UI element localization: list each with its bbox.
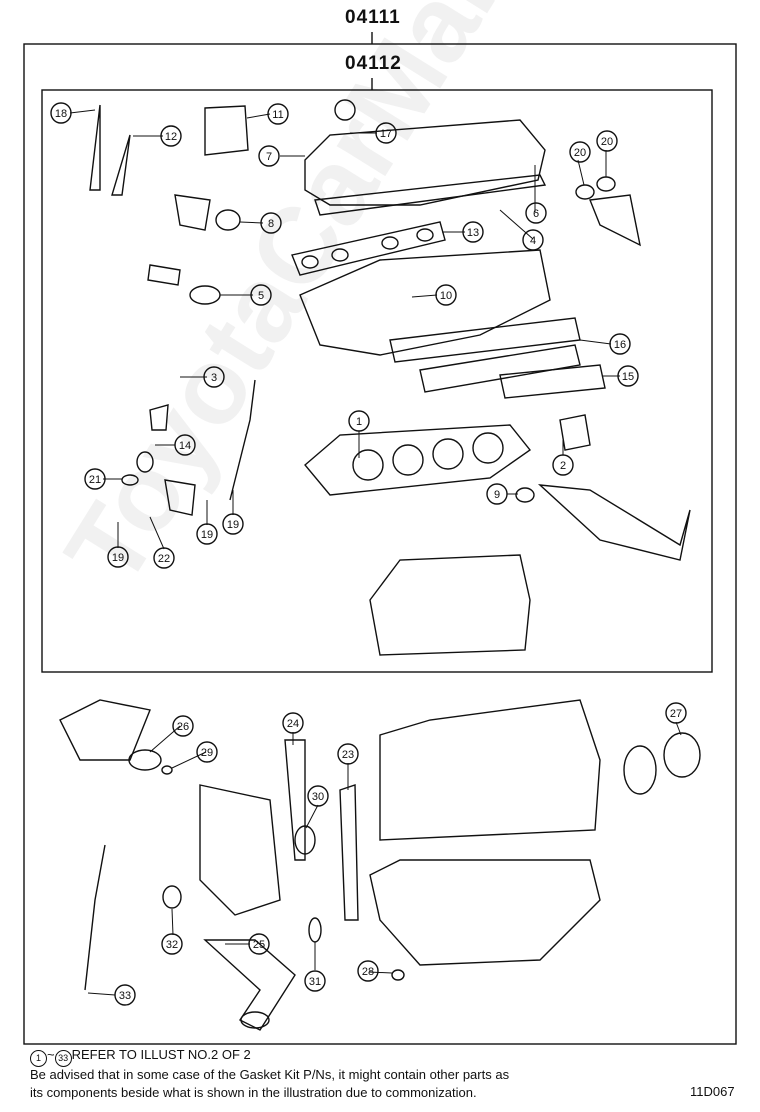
- gasket-2: [559, 414, 591, 451]
- oil-pipe: [229, 379, 256, 501]
- diagram-code: 11D067: [690, 1084, 735, 1099]
- advisory-line-2: its components beside what is shown in t…: [30, 1085, 477, 1100]
- valve-cover-gasket: [314, 174, 547, 216]
- callout-12: 12: [165, 131, 177, 143]
- callout-13: 13: [467, 227, 479, 239]
- callout-4: 4: [530, 235, 536, 247]
- valve-12: [111, 134, 131, 196]
- callout-6: 6: [533, 208, 539, 220]
- callout-1: 1: [356, 416, 362, 428]
- callout-20b: 20: [601, 136, 613, 148]
- head-gasket-bores: [352, 432, 504, 481]
- plug-gasket-28: [391, 969, 405, 981]
- water-pump: [59, 699, 151, 761]
- callout-33: 33: [119, 990, 131, 1002]
- outer-kit-frame: [23, 43, 737, 1045]
- dipstick-guide: [84, 844, 106, 991]
- range-start-callout: 1: [30, 1050, 47, 1067]
- callout-17: 17: [380, 128, 392, 140]
- callout-30: 30: [312, 791, 324, 803]
- valve-18: [89, 104, 101, 191]
- oring-29: [161, 765, 173, 775]
- intake-gasket-16a: [389, 317, 581, 363]
- pump-housing: [164, 479, 196, 516]
- outlet-right: [589, 194, 641, 247]
- gasket-5: [189, 285, 221, 305]
- gasket-31: [308, 917, 322, 943]
- callout-8: 8: [268, 218, 274, 230]
- callout-28: 28: [362, 966, 374, 978]
- head-gasket: [304, 424, 532, 496]
- callout-23: 23: [342, 749, 354, 761]
- valve-cover: [304, 119, 546, 206]
- intake-gasket-15: [499, 364, 606, 399]
- pipe-right: [537, 484, 691, 561]
- callout-19a: 19: [112, 552, 124, 564]
- callout-18: 18: [55, 108, 67, 120]
- callout-32: 32: [166, 939, 178, 951]
- gasket-24: [284, 739, 306, 861]
- range-separator: ~: [47, 1047, 55, 1062]
- callout-25: 25: [253, 939, 265, 951]
- callout-3: 3: [211, 372, 217, 384]
- timing-cover: [199, 784, 281, 916]
- callout-2: 2: [560, 460, 566, 472]
- gasket-26: [128, 749, 162, 771]
- gasket-9: [515, 487, 535, 503]
- callout-27: 27: [670, 708, 682, 720]
- callout-16: 16: [614, 339, 626, 351]
- seal-30: [294, 825, 316, 855]
- intake-gasket-16b: [419, 344, 581, 393]
- gasket-23: [339, 784, 359, 921]
- exhaust-gasket-13: [291, 221, 446, 276]
- gasket-8: [215, 209, 241, 231]
- seal-14: [136, 451, 154, 473]
- callout-19b: 19: [201, 529, 213, 541]
- callout-24: 24: [287, 718, 299, 730]
- callout-29: 29: [201, 747, 213, 759]
- callout-19c: 19: [227, 519, 239, 531]
- oil-cap: [334, 99, 356, 121]
- manifold-ports-13: [301, 228, 434, 269]
- outer-kit-number: 04111: [345, 7, 401, 28]
- callout-31: 31: [309, 976, 321, 988]
- callout-14: 14: [179, 440, 191, 452]
- seal-retainer: [623, 745, 657, 795]
- engine-block: [379, 699, 601, 841]
- callout-10: 10: [440, 290, 452, 302]
- oil-pan: [369, 859, 601, 966]
- seal-21: [121, 474, 139, 486]
- engine-block-inner: [369, 554, 531, 656]
- seal-27: [663, 732, 701, 778]
- gasket-11: [204, 105, 249, 156]
- range-end-callout: 33: [54, 1050, 72, 1067]
- seal-32: [162, 885, 182, 909]
- callout-15: 15: [622, 371, 634, 383]
- water-outlet: [174, 194, 211, 231]
- cylinder-head: [299, 249, 551, 356]
- callout-11: 11: [272, 109, 283, 121]
- callout-22: 22: [158, 553, 170, 565]
- callout-20a: 20: [574, 147, 586, 159]
- callout-21: 21: [89, 474, 101, 486]
- oil-strainer: [203, 939, 296, 1031]
- advisory-line-1: Be advised that in some case of the Gask…: [30, 1067, 510, 1082]
- inner-kit-number: 04112: [345, 53, 402, 74]
- sensor-part: [147, 264, 181, 286]
- seal-20b: [596, 176, 616, 192]
- callout-7: 7: [266, 151, 272, 163]
- callout-9: 9: [494, 489, 500, 501]
- callout-5: 5: [258, 290, 264, 302]
- strainer-bell: [240, 1011, 270, 1029]
- seal-20a: [575, 184, 595, 200]
- injector: [149, 404, 169, 431]
- refer-text: REFER TO ILLUST NO.2 OF 2: [71, 1047, 251, 1062]
- inner-kit-frame: [41, 89, 713, 673]
- callout-26: 26: [177, 721, 189, 733]
